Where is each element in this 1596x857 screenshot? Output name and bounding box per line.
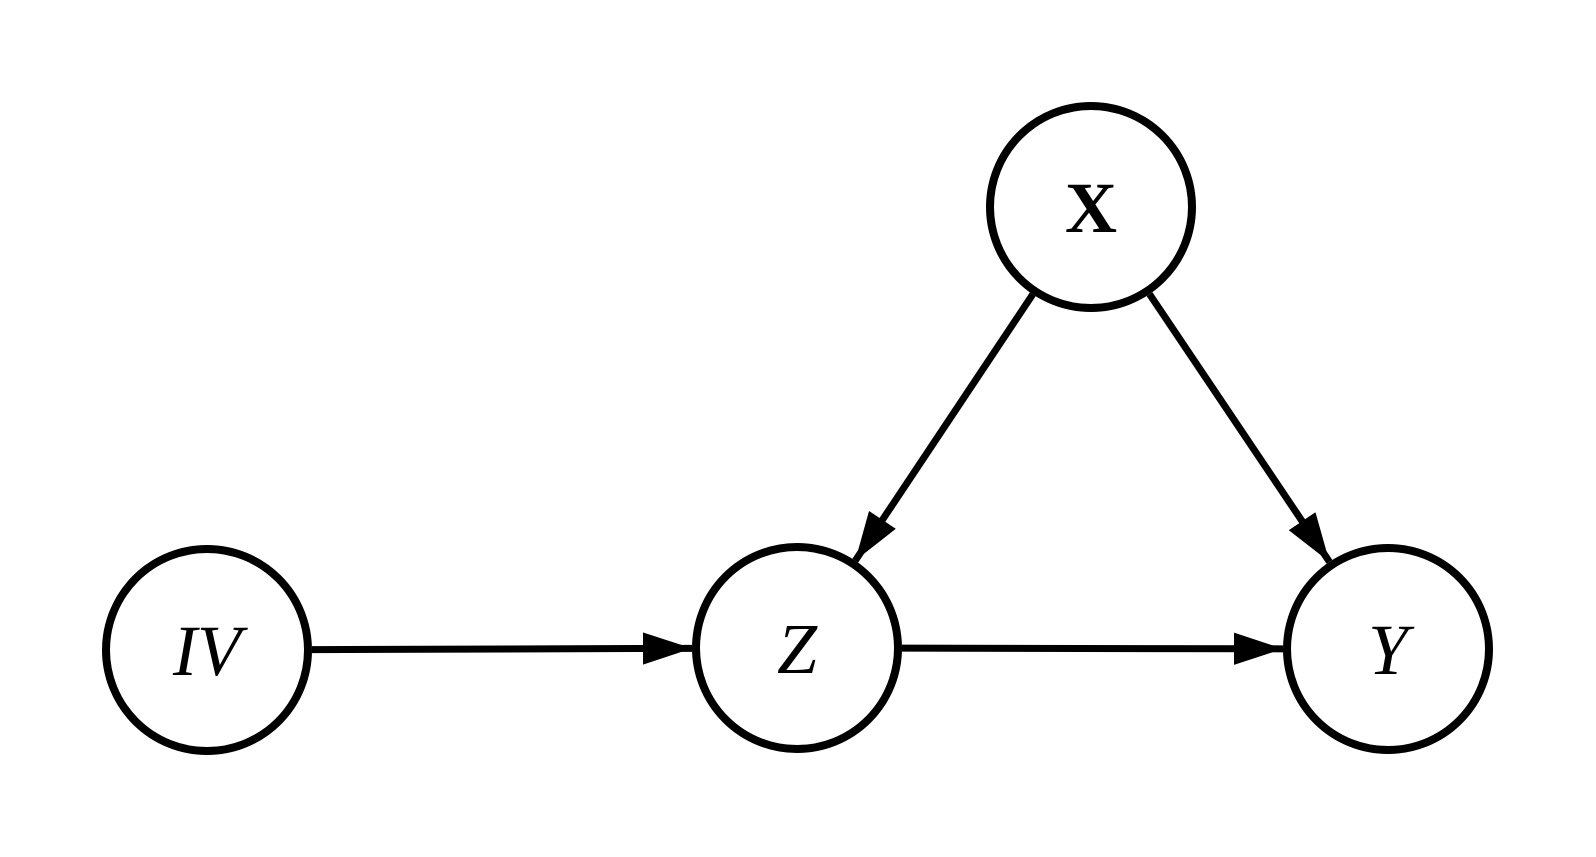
edge-IV-to-Z: [311, 632, 693, 665]
node-label-Z: Z: [777, 609, 818, 689]
node-circle-IV: [102, 545, 312, 755]
node-Z: Z: [692, 543, 902, 753]
node-label-Y: Y: [1368, 610, 1415, 690]
edge-X-to-Z: [852, 292, 1036, 563]
node-label-X: X: [1065, 168, 1117, 248]
node-X: X: [986, 102, 1196, 312]
edge-X-to-Y: [1146, 292, 1333, 564]
node-circle-Z: [692, 543, 902, 753]
node-circle-X: [986, 102, 1196, 312]
node-IV: IV: [102, 545, 312, 755]
edge-Z-to-Y: [901, 632, 1284, 665]
node-label-IV: IV: [172, 611, 248, 691]
node-Y: Y: [1283, 544, 1493, 754]
node-circle-Y: [1283, 544, 1493, 754]
